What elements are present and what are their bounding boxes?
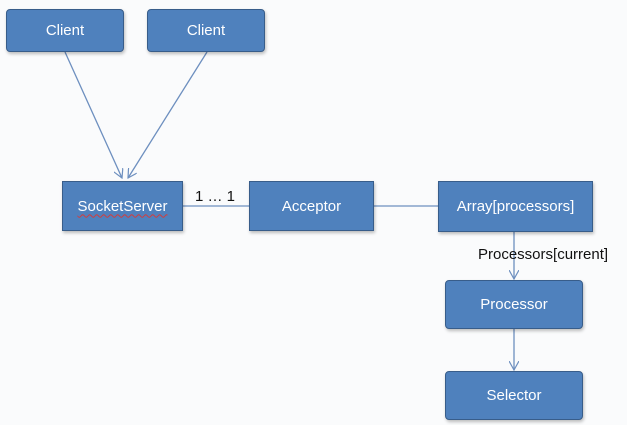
socketserver-node-label: SocketServer (77, 197, 168, 215)
processor-node-label: Processor (480, 296, 548, 313)
selector-node-label: Selector (486, 387, 542, 404)
client-node-right: Client (147, 9, 265, 52)
processor-node: Processor (445, 280, 583, 329)
acceptor-node: Acceptor (249, 181, 374, 231)
edge-client-left-to-socketserver (64, 51, 122, 178)
acceptor-node-label: Acceptor (281, 197, 342, 215)
client-node-right-label: Client (186, 22, 226, 39)
current-processor-label: Processors[current] (478, 246, 609, 263)
multiplicity-label: 1 … 1 (195, 188, 236, 205)
client-node-left: Client (6, 9, 124, 52)
socketserver-node: SocketServer (62, 181, 183, 231)
processors-array-node: Array[processors] (438, 181, 593, 232)
selector-node: Selector (445, 371, 583, 420)
processors-array-node-label: Array[processors] (456, 198, 575, 215)
client-node-left-label: Client (45, 22, 85, 39)
edge-client-right-to-socketserver (128, 51, 208, 178)
